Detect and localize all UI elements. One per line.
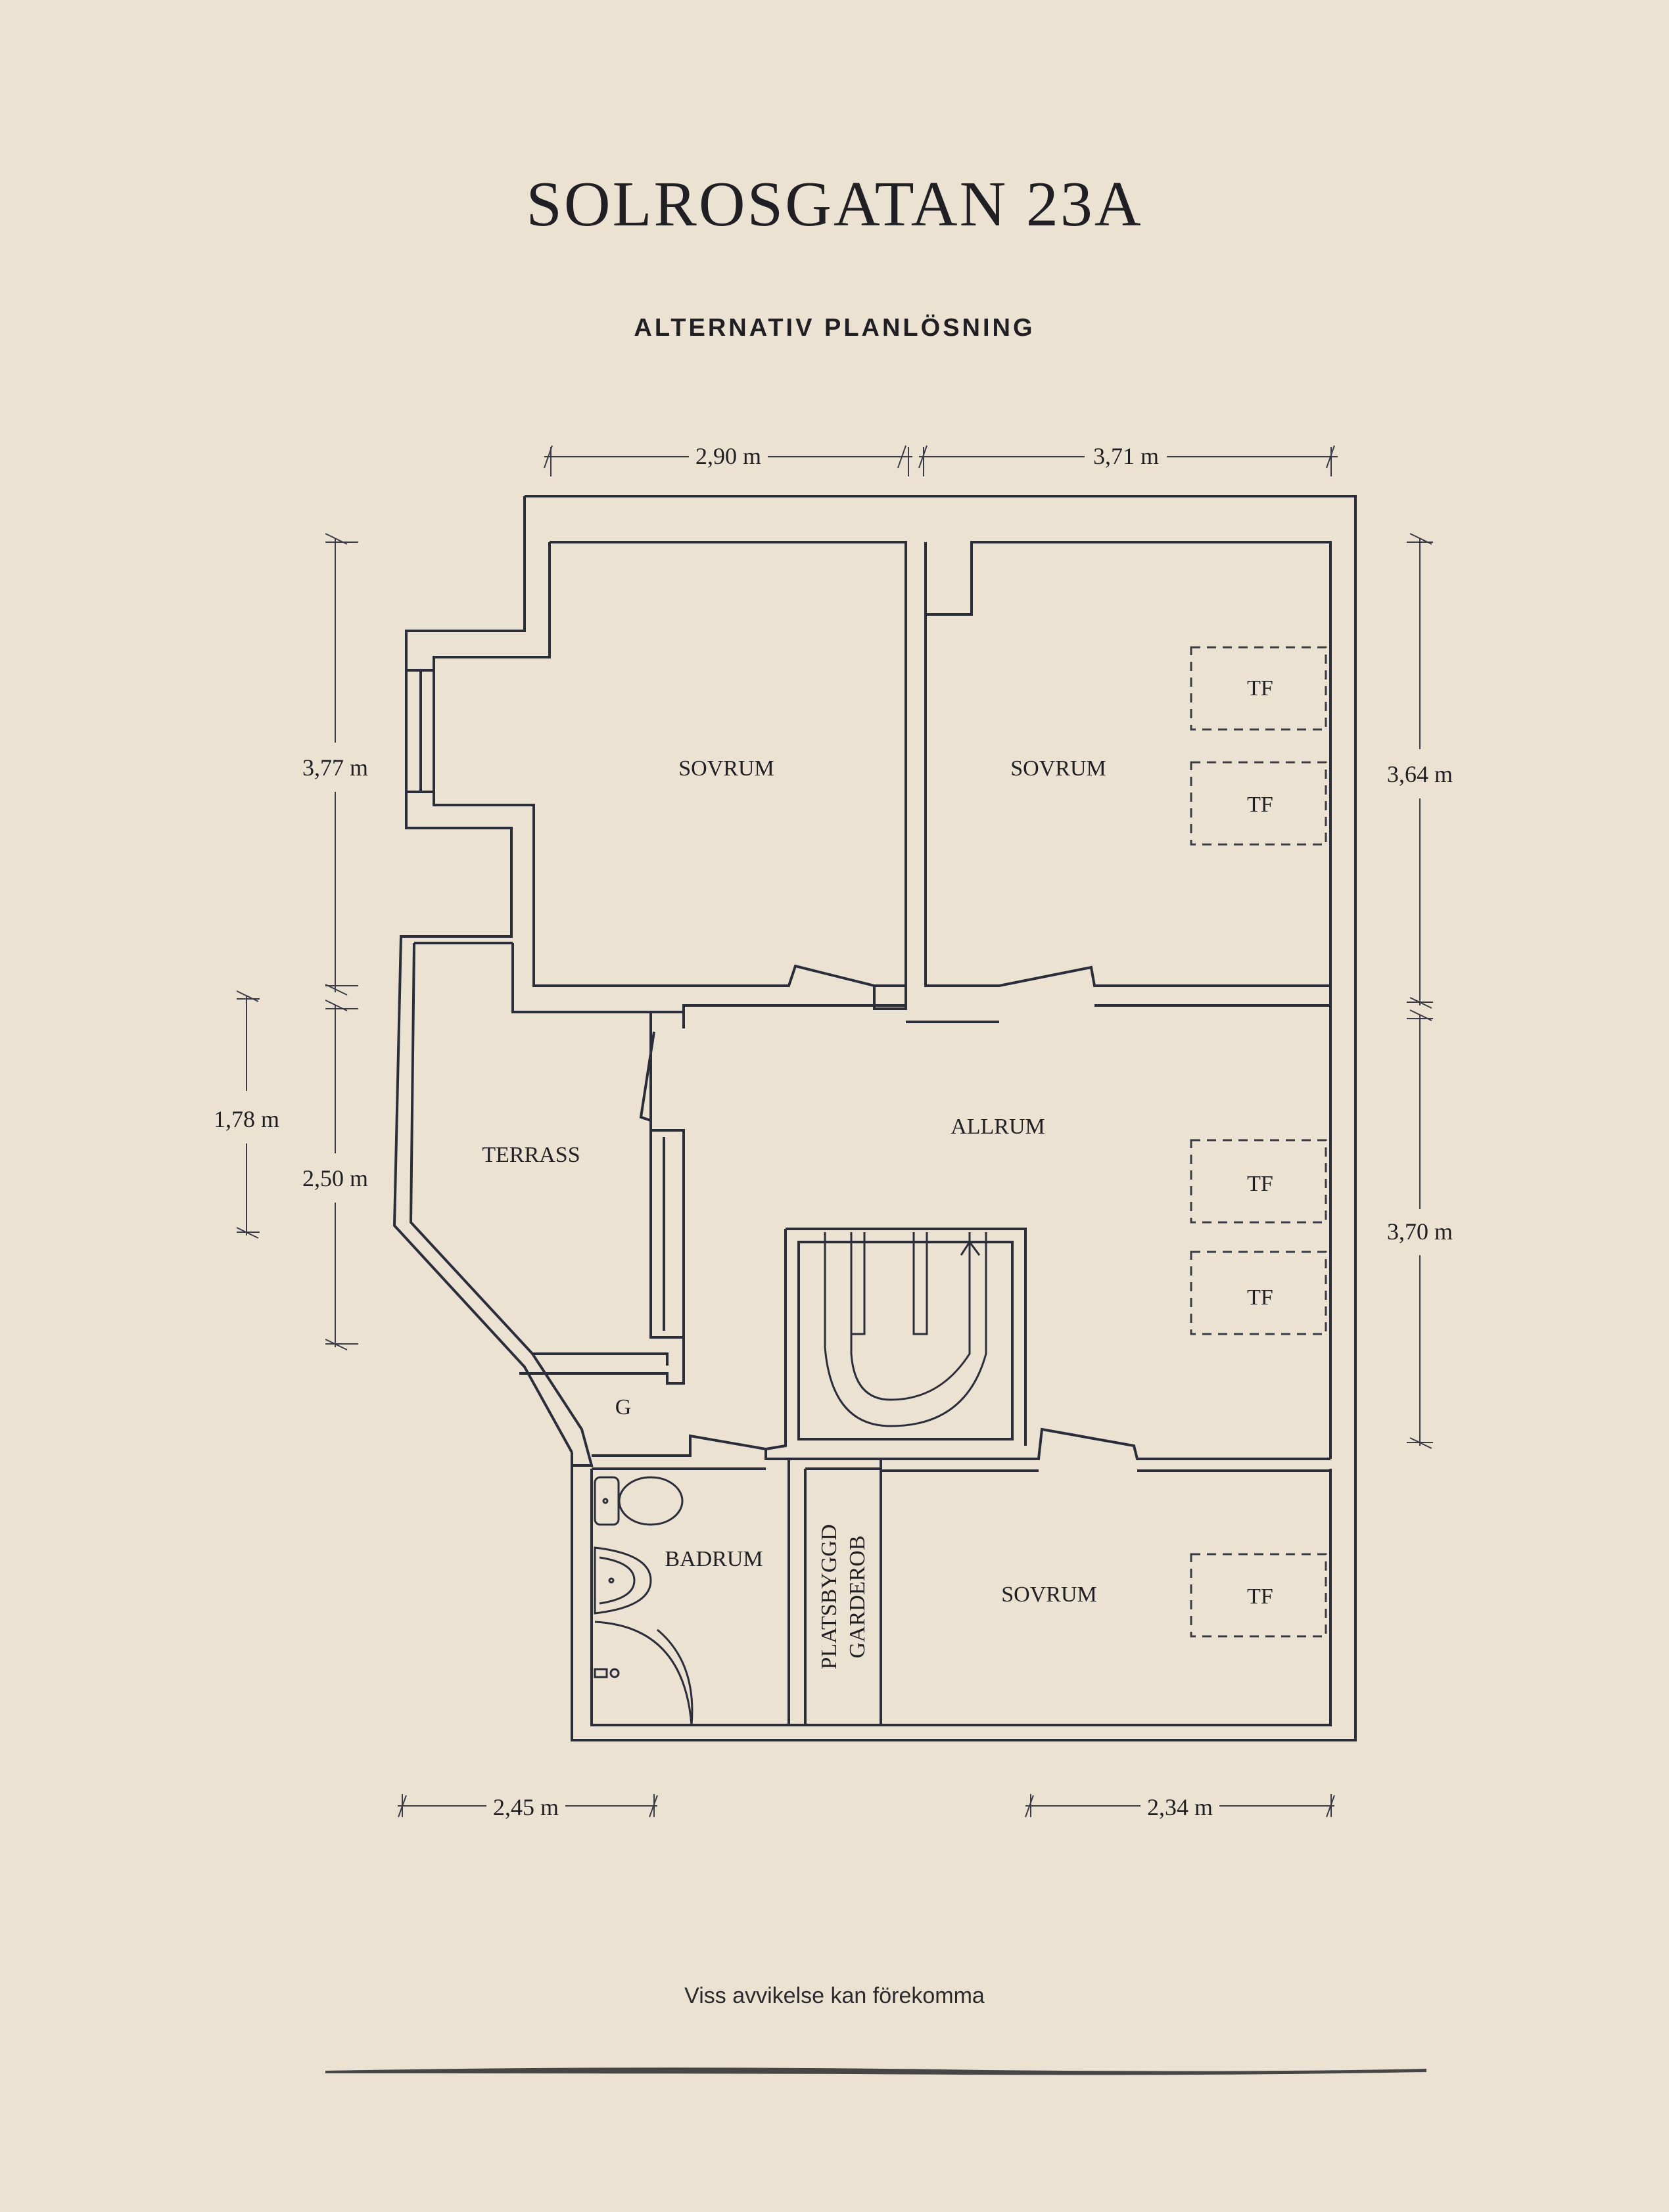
tf-box <box>1190 761 1327 846</box>
tf-label: TF <box>1247 676 1273 701</box>
dimension-top-left: 2,90 m <box>695 443 761 469</box>
tf-label: TF <box>1247 793 1273 817</box>
divider-line <box>325 2067 1426 2075</box>
room-label-bedroom-top-left: SOVRUM <box>678 756 774 781</box>
tf-box <box>1190 646 1327 731</box>
sink-icon <box>594 1546 652 1615</box>
tf-label: TF <box>1247 1285 1273 1310</box>
plan-subtitle: ALTERNATIV PLANLÖSNING <box>634 314 1035 342</box>
staircase <box>824 1232 987 1427</box>
dimension-right-lower: 3,70 m <box>1387 1218 1453 1245</box>
dimension-left-lower: 2,50 m <box>302 1165 368 1191</box>
stair-arrow-icon <box>960 1240 981 1288</box>
dimension-lines <box>236 445 1433 1818</box>
room-label-bathroom: BADRUM <box>665 1547 763 1571</box>
room-label-wardrobe-line2: GARDEROB <box>845 1535 870 1658</box>
room-label-terrace: TERRASS <box>482 1143 580 1167</box>
dimension-left-upper: 3,77 m <box>302 754 368 781</box>
room-label-wardrobe-line1: PLATSBYGGD <box>817 1524 841 1669</box>
dimension-right-upper: 3,64 m <box>1387 761 1453 787</box>
tf-box <box>1190 1553 1327 1638</box>
dimension-left-outer: 1,78 m <box>214 1106 279 1132</box>
tf-label: TF <box>1247 1584 1273 1609</box>
room-label-bedroom-bottom: SOVRUM <box>1001 1582 1096 1607</box>
outer-walls <box>392 495 1357 1741</box>
bathroom-fixtures <box>594 1476 693 1726</box>
tf-markers <box>1190 646 1327 1638</box>
dimension-bottom-right: 2,34 m <box>1147 1794 1213 1820</box>
tf-box <box>1190 1251 1327 1335</box>
room-label-living-room: ALLRUM <box>951 1115 1045 1139</box>
plan-title: SOLROSGATAN 23A <box>526 169 1143 240</box>
room-label-hallway: G <box>615 1395 632 1419</box>
disclaimer-text: Viss avvikelse kan förekomma <box>684 1983 985 2008</box>
dimension-top-right: 3,71 m <box>1093 443 1159 469</box>
toilet-icon <box>594 1476 684 1526</box>
shower-icon <box>594 1621 693 1726</box>
tf-box <box>1190 1139 1327 1224</box>
tf-label: TF <box>1247 1172 1273 1196</box>
dimension-bottom-left: 2,45 m <box>493 1794 559 1820</box>
room-label-bedroom-top-right: SOVRUM <box>1010 756 1106 781</box>
